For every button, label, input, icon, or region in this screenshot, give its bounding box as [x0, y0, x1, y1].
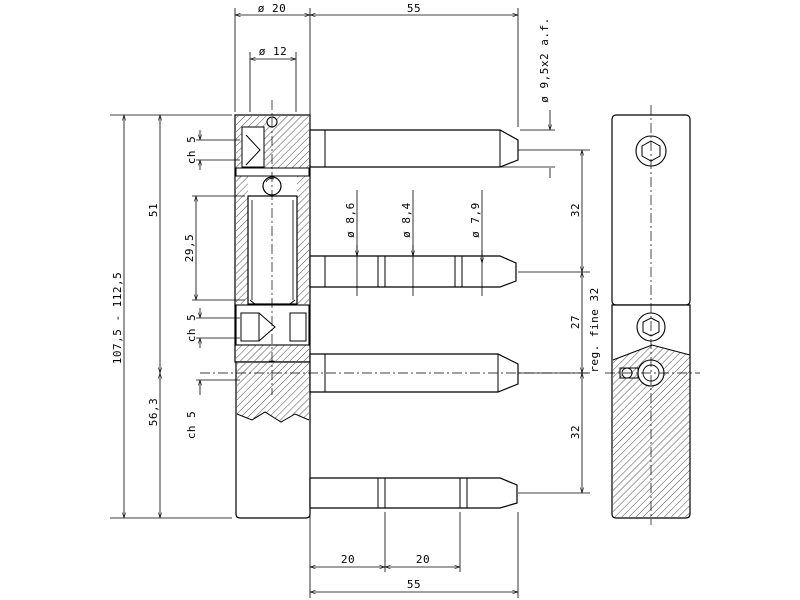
pin-diameter-callouts: [357, 190, 482, 296]
pin-top: [309, 129, 519, 168]
h51-label: 51: [147, 203, 160, 217]
bottom-55-label: 55: [407, 578, 421, 591]
thread-label: ø 9,5x2 a.f.: [538, 17, 551, 102]
total-height-label: 107,5 - 112,5: [111, 272, 124, 365]
ch-lower-label: ch 5: [185, 411, 198, 440]
v32-bottom-label: 32: [569, 425, 582, 439]
pin-bottom: [309, 477, 518, 509]
pin-d-8-4-label: ø 8,4: [400, 202, 413, 238]
ch-middle-label: ch 5: [185, 314, 198, 343]
ch-upper-marker: [196, 130, 240, 170]
h56-3-label: 56,3: [147, 398, 160, 427]
pin-d-8-6-label: ø 8,6: [344, 202, 357, 238]
front-view: [605, 105, 700, 525]
dia-outer-label: ø 20: [258, 2, 287, 15]
ch-middle-marker: [196, 308, 240, 348]
len-top-label: 55: [407, 2, 421, 15]
dim-29-5: [192, 195, 245, 301]
ch-lower-marker: [196, 379, 240, 395]
dim-top: [234, 8, 519, 127]
bottom-20a-label: 20: [341, 553, 355, 566]
v27-label: 27: [569, 315, 582, 329]
dim-right-verticals: [518, 149, 590, 494]
v32-top-label: 32: [569, 203, 582, 217]
dia-inner-label: ø 12: [259, 45, 288, 58]
dim-total-height: [110, 114, 232, 519]
dim-bottom: [309, 512, 519, 598]
pin-lower: [309, 353, 519, 393]
ch-upper-label: ch 5: [185, 136, 198, 165]
reg-fine-label: reg. fine 32: [588, 287, 601, 372]
h29-5-label: 29,5: [183, 234, 196, 263]
thread-callout: [500, 110, 555, 178]
bottom-20b-label: 20: [416, 553, 430, 566]
hinge-body-section: [234, 114, 311, 519]
pin-d-7-9-label: ø 7,9: [469, 202, 482, 238]
